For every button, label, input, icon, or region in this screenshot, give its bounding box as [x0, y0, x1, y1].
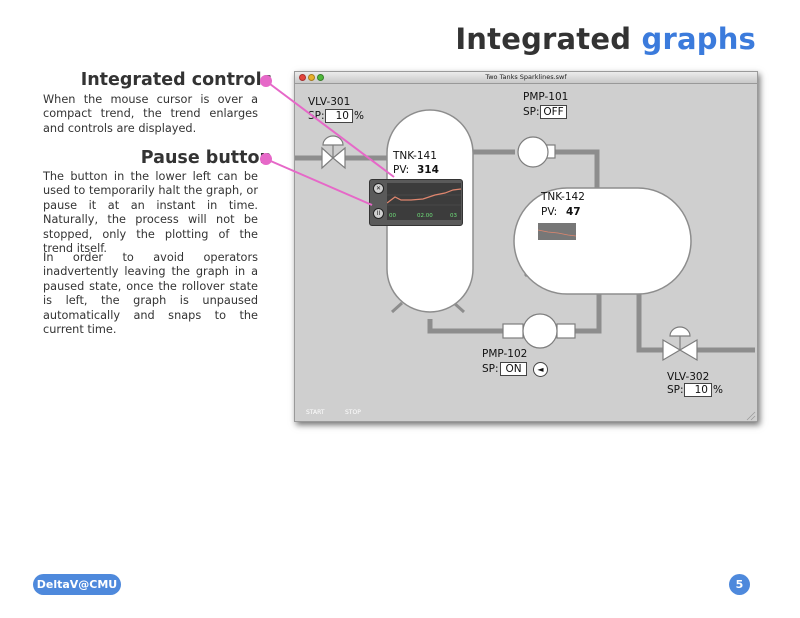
outlet-pipe [636, 294, 755, 353]
pause-button-text: The button in the lower left can be used… [43, 170, 258, 256]
tnk142-compact-trend[interactable] [537, 223, 577, 240]
page-title-accent: graphs [641, 22, 756, 56]
footer-badge[interactable]: DeltaV@CMU [33, 574, 121, 595]
vlv301-sp-field[interactable]: 10 [325, 109, 353, 123]
trend-tick-end: 03 [450, 213, 457, 219]
tnk142-name: TNK-142 [541, 191, 585, 203]
vlv301-name: VLV-301 [308, 96, 351, 108]
stop-link[interactable]: STOP [345, 409, 361, 416]
tnk141-pv-value: 314 [417, 164, 439, 176]
pump-102 [502, 313, 576, 349]
pmp102-toggle-button[interactable]: ◄ [533, 362, 548, 377]
window-title-bar: Two Tanks Sparklines.swf [295, 72, 757, 84]
tnk141-name: TNK-141 [393, 150, 437, 162]
pump-101-pipe [473, 149, 600, 188]
pmp102-sp-label: SP: [482, 363, 499, 375]
window-title: Two Tanks Sparklines.swf [485, 73, 567, 81]
page-number: 5 [729, 574, 750, 595]
pmp101-name: PMP-101 [523, 91, 569, 103]
pmp102-name: PMP-102 [482, 348, 528, 360]
trend-popup[interactable]: ✕ II 00 02.00 03 [369, 179, 463, 226]
page-title: Integrated graphs [455, 22, 756, 56]
vlv301-unit: % [354, 110, 364, 122]
tnk142-pv-value: 47 [566, 206, 581, 218]
start-link[interactable]: START [306, 409, 325, 416]
vlv302-sp-label: SP: [667, 384, 684, 396]
tnk142-pv-label: PV: [541, 206, 558, 218]
process-diagram [295, 109, 756, 421]
vlv302-unit: % [713, 384, 723, 396]
vlv301-sp-label: SP: [308, 110, 325, 122]
pointer-dot-controls [260, 75, 272, 87]
integrated-controls-text: When the mouse cursor is over a compact … [43, 93, 258, 135]
trend-tick-start: 00 [389, 213, 396, 219]
pump-101 [517, 136, 556, 168]
auto-unpause-text: In order to avoid operators inadvertentl… [43, 251, 258, 337]
pmp102-sp-field[interactable]: ON [500, 362, 527, 376]
pause-button[interactable]: II [373, 208, 384, 219]
pause-button-heading: Pause button [140, 148, 272, 168]
resize-grip-icon [746, 411, 756, 421]
page-title-main: Integrated [455, 22, 632, 56]
valve-301 [321, 135, 346, 170]
vlv302-sp-field[interactable]: 10 [684, 383, 712, 397]
valve-302 [662, 326, 698, 362]
process-canvas: VLV-301 SP: 10 % PMP-101 SP: OFF TNK-141… [295, 84, 757, 421]
tank-142 [513, 187, 692, 295]
trend-tick-mid: 02.00 [417, 213, 433, 219]
tnk142-sparkline [537, 229, 577, 237]
pmp101-sp-label: SP: [523, 106, 540, 118]
trend-plot: 00 02.00 03 [387, 183, 461, 220]
app-window: Two Tanks Sparklines.swf [294, 71, 758, 422]
pmp101-sp-field[interactable]: OFF [540, 105, 567, 119]
integrated-controls-heading: Integrated controls [80, 70, 272, 90]
vlv302-name: VLV-302 [667, 371, 710, 383]
pointer-dot-pause [260, 153, 272, 165]
trend-series [387, 188, 461, 204]
tnk141-pv-label: PV: [393, 164, 410, 176]
trend-line-chart [387, 188, 461, 206]
trend-close-button[interactable]: ✕ [373, 183, 384, 194]
